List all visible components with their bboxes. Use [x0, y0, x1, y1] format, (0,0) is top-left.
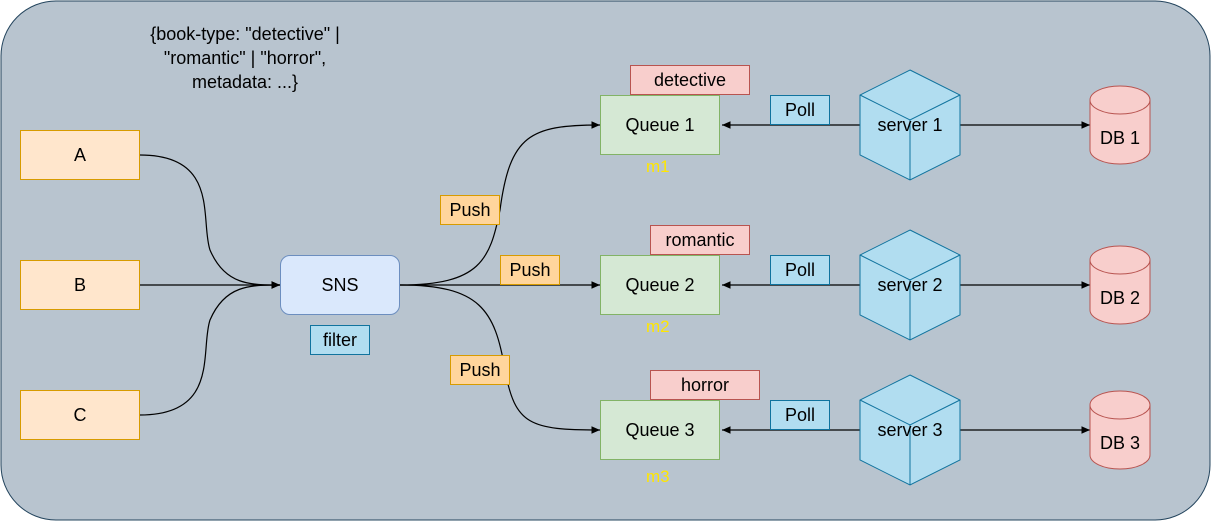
source-a[interactable]: A [20, 130, 140, 180]
queue-1[interactable]: Queue 1 [600, 95, 720, 155]
push-label-2: Push [500, 255, 560, 285]
db-3-cylinder[interactable] [1089, 390, 1151, 470]
queue-3-tag: horror [650, 370, 760, 400]
sns-node[interactable]: SNS [280, 255, 400, 315]
server-1-cube[interactable] [859, 69, 961, 181]
message-format-note: {book-type: "detective" | "romantic" | "… [150, 24, 340, 92]
push-label-3: Push [450, 355, 510, 385]
db-1-cylinder[interactable] [1089, 85, 1151, 165]
queue-1-m-label: m1 [646, 157, 670, 176]
source-c[interactable]: C [20, 390, 140, 440]
edge-sns-queue1 [399, 121, 601, 286]
queue-2-tag: romantic [650, 225, 750, 255]
server-3-cube[interactable] [859, 374, 961, 486]
server-2-cube[interactable] [859, 229, 961, 341]
queue-3-m-label: m3 [646, 467, 670, 486]
push-label-1: Push [440, 195, 500, 225]
queue-2-m-label: m2 [646, 317, 670, 336]
db-2-cylinder[interactable] [1089, 245, 1151, 325]
source-b[interactable]: B [20, 260, 140, 310]
poll-label-3: Poll [770, 400, 830, 430]
edge-a-sns [139, 154, 281, 289]
edge-c-sns [139, 281, 281, 416]
queue-1-tag: detective [630, 65, 750, 95]
queue-2[interactable]: Queue 2 [600, 255, 720, 315]
filter-label: filter [310, 325, 370, 355]
poll-label-2: Poll [770, 255, 830, 285]
poll-label-1: Poll [770, 95, 830, 125]
queue-3[interactable]: Queue 3 [600, 400, 720, 460]
